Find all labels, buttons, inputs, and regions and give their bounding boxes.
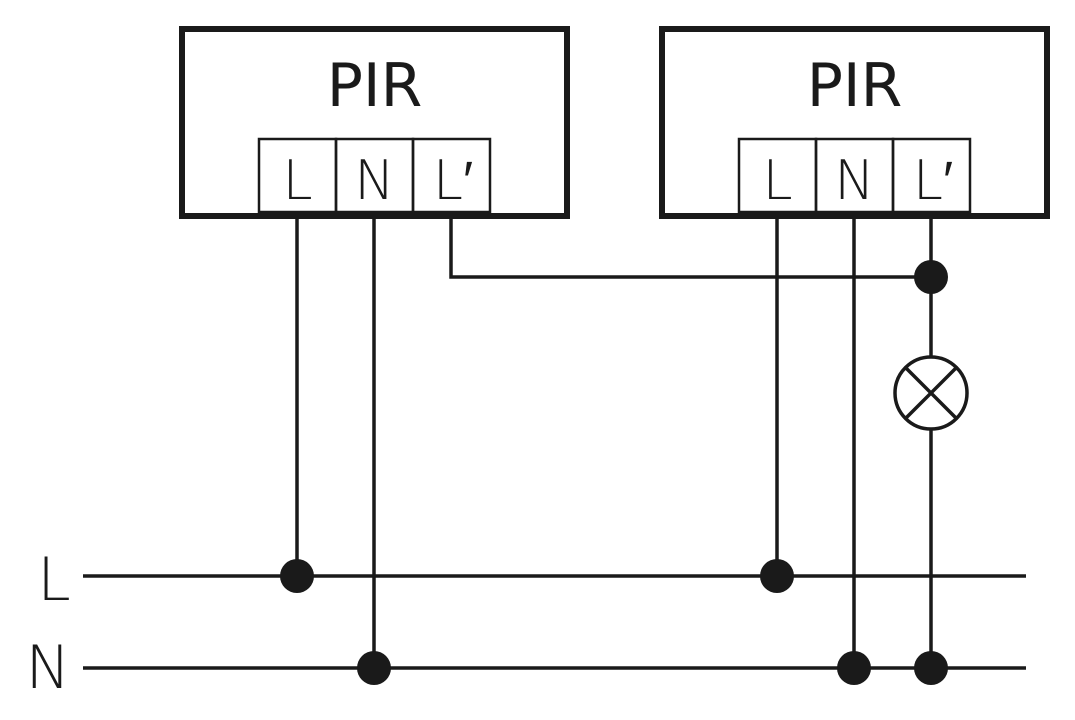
junction-dot	[760, 559, 794, 593]
junction-dot	[837, 651, 871, 685]
pir-left-label-l: L	[282, 149, 312, 212]
pir-left-label-lp: L′	[433, 149, 473, 212]
pir-right-terminal-lp	[891, 137, 972, 214]
junction-dot	[357, 651, 391, 685]
pir-right-label-n: N	[834, 149, 874, 212]
wire-left-lp	[449, 216, 931, 279]
pir-right-label-l: L	[762, 149, 792, 212]
junction-dot	[914, 651, 948, 685]
pir-left-label-n: N	[354, 149, 394, 212]
pir-right-label-lp: L′	[913, 149, 953, 212]
live-rail-label: L	[37, 545, 70, 615]
junction-dot	[280, 559, 314, 593]
pir-left-title: PIR	[327, 51, 423, 121]
neutral-rail-label: N	[26, 633, 71, 703]
lamp-icon	[893, 355, 969, 431]
pir-left-terminal-lp	[411, 137, 492, 214]
junction-dot	[914, 260, 948, 294]
pir-right-title: PIR	[807, 51, 903, 121]
